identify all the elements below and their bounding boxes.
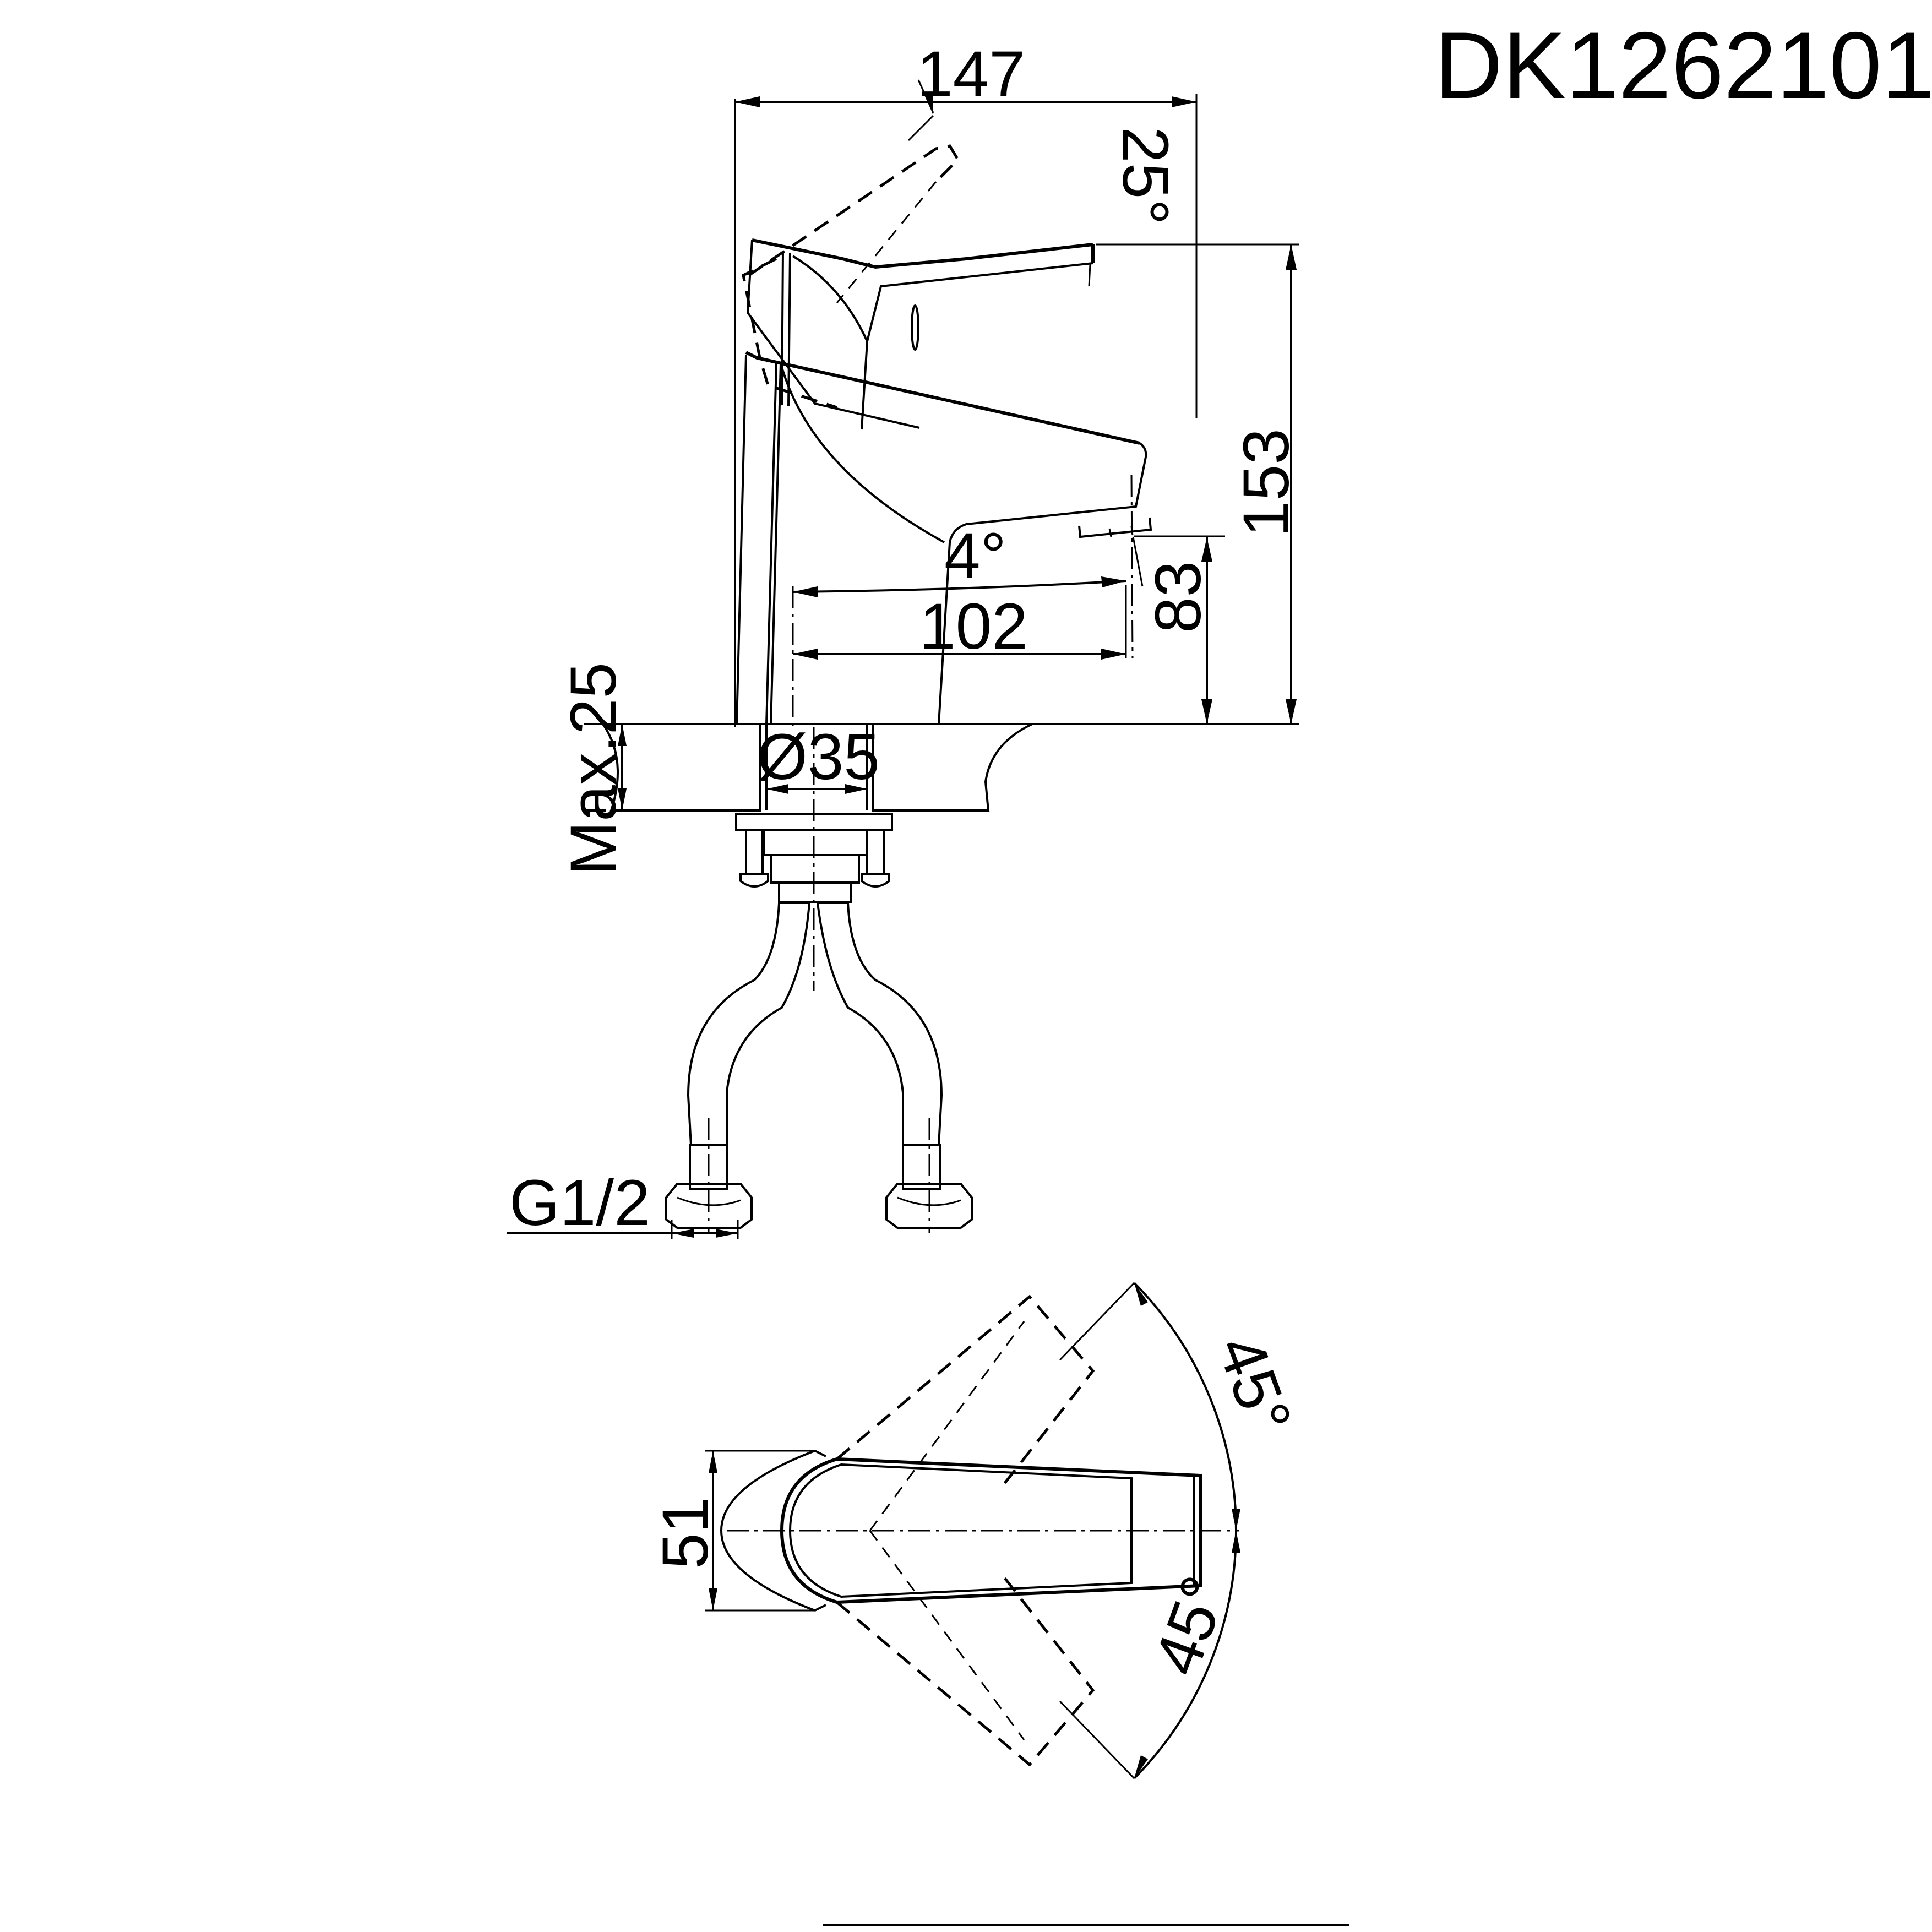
dim-45deg-upper-label: 45° [1204, 1326, 1305, 1444]
dimension-body-width: 51 [649, 1450, 815, 1612]
dim-147-label: 147 [917, 38, 1025, 111]
model-number: DK1262101 [1434, 13, 1932, 118]
mounting-hardware [735, 813, 893, 903]
dimension-deck-thickness: Max.25 [557, 662, 630, 875]
spout-axis [1130, 474, 1134, 658]
supply-hoses [665, 902, 973, 1233]
dim-51-label: 51 [649, 1497, 722, 1569]
dim-153-label: 153 [1230, 428, 1303, 537]
dim-4deg-label: 4° [944, 520, 1006, 592]
deck-section [584, 723, 1299, 991]
dim-45deg-lower-label: 45° [1140, 1567, 1242, 1684]
dimension-spout-height: 83 [1142, 537, 1215, 724]
top-view: 51 45° 45° [649, 1282, 1305, 1779]
dim-diameter-label: Ø35 [757, 721, 880, 793]
dim-102-label: 102 [919, 590, 1028, 663]
dim-thread-label: G1/2 [509, 1167, 650, 1239]
dimension-handle-tilt: 25° [907, 79, 1182, 225]
dimension-thread: G1/2 [507, 1167, 739, 1239]
dim-max25-label: Max.25 [557, 662, 630, 875]
dim-25deg-label: 25° [1109, 127, 1182, 225]
faucet-handle [746, 238, 1095, 430]
dimension-mounting-hole: Ø35 [757, 721, 880, 794]
dimension-overall-length: 147 [734, 38, 1198, 727]
dimension-overall-height: 153 [1096, 243, 1303, 724]
dimension-spout-reach: 102 [792, 585, 1127, 732]
dimension-spout-angle: 4° [792, 520, 1126, 597]
faucet-body [736, 351, 1225, 725]
dim-83-label: 83 [1142, 561, 1215, 633]
side-view: 147 25° [507, 38, 1303, 1239]
